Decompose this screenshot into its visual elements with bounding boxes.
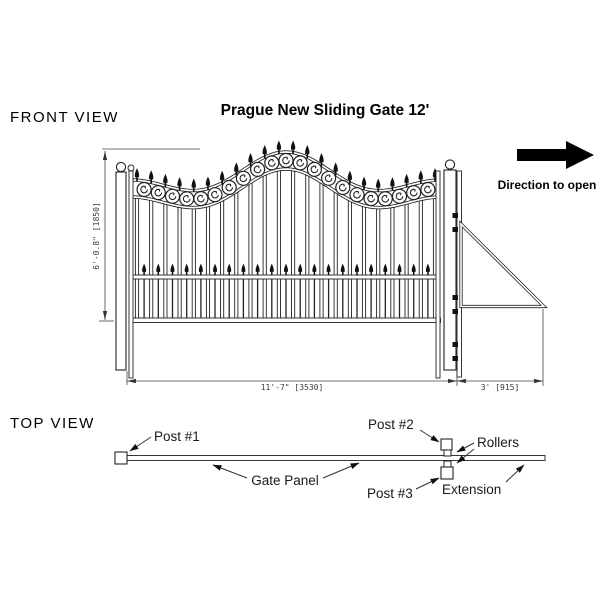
gate-mid-rail [130,274,441,280]
page-title: Prague New Sliding Gate 12' [221,102,430,119]
gate-left-ball-cap [127,164,135,172]
topview-roller-lower [443,460,452,468]
label-extension: Extension [442,482,501,497]
gate-ring-ornaments [136,152,436,207]
topview-gate-panel-bar [125,455,546,461]
topview-post2-square [440,438,453,451]
gate-top-finials [134,140,438,192]
label-post1: Post #1 [154,429,200,444]
topview-post3-square [440,466,454,480]
gate-pickets [143,277,429,319]
gate-picket-spears [142,263,430,276]
top-view-label: TOP VIEW [10,415,95,432]
height-dimension: 6'-0.8" [1850] [92,202,101,269]
dimension-lines [99,148,544,386]
gate-right-frame [435,170,441,379]
front-view-label: FRONT VIEW [10,109,119,126]
label-rollers: Rollers [477,435,519,450]
label-gate-panel: Gate Panel [251,473,319,488]
direction-arrow-icon [517,141,594,169]
left-post-ball-cap [115,161,127,173]
gate-bottom-rail [130,317,441,323]
right-post-ball-cap [444,159,456,170]
roller-bracket-marks [452,213,458,361]
extension-triangle-inner [460,222,546,308]
extension-width-dimension: 3' [915] [481,383,520,392]
topview-post1-square [114,451,128,465]
left-post [115,171,127,371]
panel-width-dimension: 11'-7" [3530] [261,383,324,392]
right-post [443,169,457,371]
gate-arch-band [130,150,437,210]
label-post2: Post #2 [368,417,414,432]
leader-lines [129,429,525,490]
topview-roller-upper [443,449,452,457]
gate-left-frame [128,170,134,379]
label-post3: Post #3 [367,486,413,501]
direction-label: Direction to open [498,178,597,192]
